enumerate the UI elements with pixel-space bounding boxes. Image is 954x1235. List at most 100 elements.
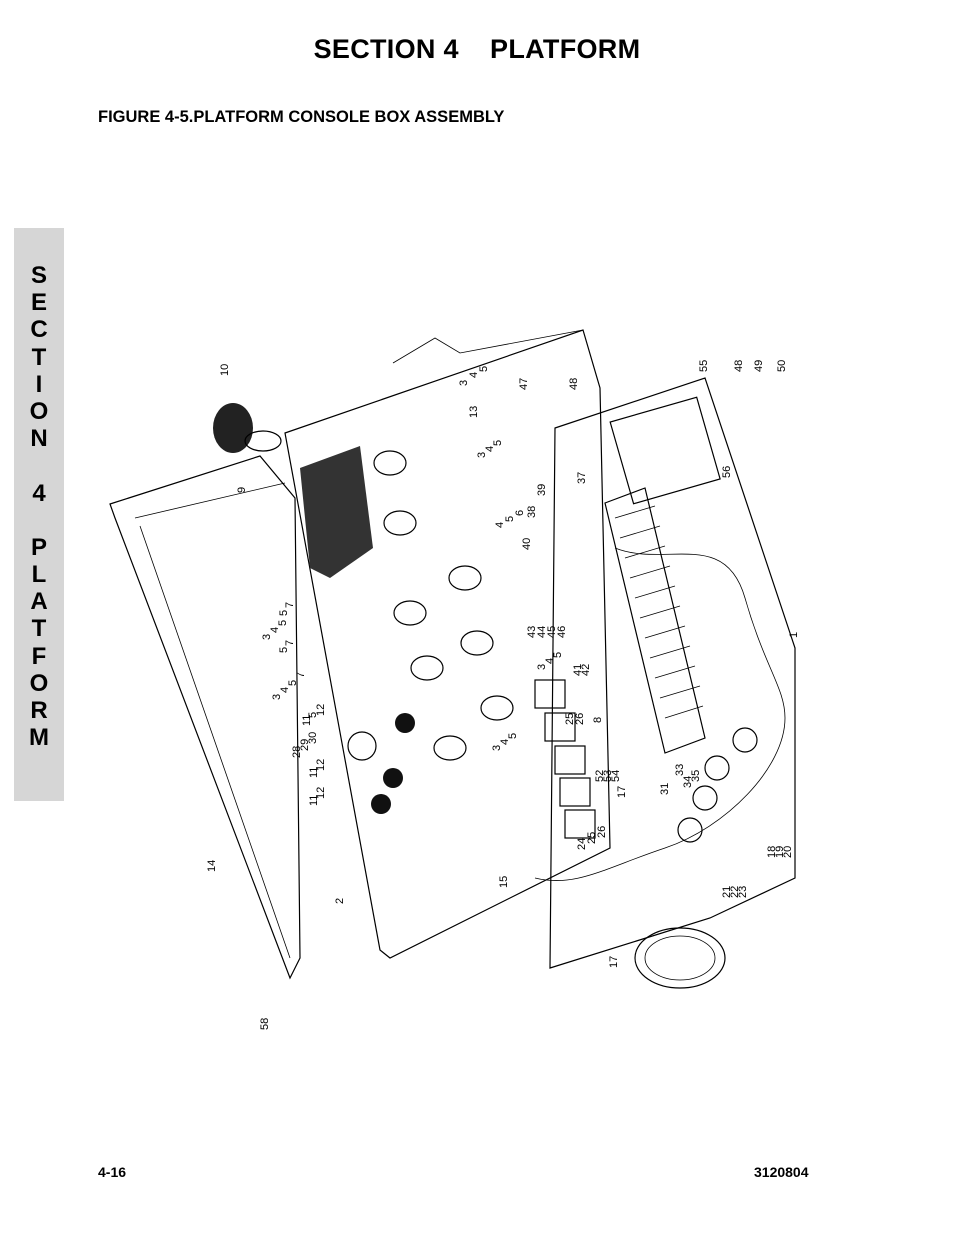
toggle-switches	[373, 450, 514, 761]
callout-number: 46	[556, 626, 568, 638]
callout-number: 54	[610, 770, 622, 782]
callout-number: 24	[576, 838, 588, 850]
side-tab-letter: T	[31, 615, 47, 643]
side-tab-letter: O	[29, 397, 49, 425]
side-tab-letter	[14, 452, 64, 479]
side-tab-letter: E	[30, 289, 47, 317]
side-tab-letter: 4	[32, 479, 46, 507]
callout-number: 39	[536, 484, 548, 496]
callout-number: 19	[774, 846, 786, 858]
callout-number: 3	[476, 452, 488, 458]
callout-number: 48	[568, 378, 580, 390]
callout-number: 31	[659, 783, 671, 795]
callout-number: 11	[308, 795, 320, 806]
callout-number: 38	[526, 506, 538, 518]
side-tab-letter: F	[31, 642, 47, 670]
callout-number: 5	[552, 652, 564, 658]
callout-number: 5	[278, 647, 290, 653]
callout-number: 9	[236, 487, 248, 493]
callout-number: 50	[776, 360, 788, 372]
callout-number: 6	[514, 510, 526, 516]
callout-number: 8	[592, 717, 604, 723]
callout-number: 4	[494, 522, 506, 528]
callout-number: 5	[507, 733, 519, 739]
callout-number: 45	[546, 626, 558, 638]
callout-number: 2	[334, 898, 346, 904]
callout-number: 7	[284, 602, 296, 608]
callout-number: 10	[219, 364, 231, 376]
callout-number: 34	[682, 776, 694, 788]
callout-number: 29	[299, 739, 311, 751]
callout-number: 30	[307, 732, 319, 744]
side-tab-letter: T	[31, 343, 47, 371]
callout-number: 4	[499, 739, 511, 745]
callout-number: 5	[307, 712, 319, 718]
callout-number: 15	[498, 876, 510, 888]
side-tab-letter: R	[30, 697, 48, 724]
wire-harness	[534, 547, 786, 882]
callout-number: 4	[269, 627, 281, 633]
callout-number: 23	[737, 886, 749, 898]
side-tab-letter: O	[29, 669, 49, 697]
callout-number: 4	[544, 658, 556, 664]
callout-number: 4	[279, 687, 291, 693]
terminal-strip	[604, 487, 706, 754]
callout-number: 25	[586, 832, 598, 844]
callout-number: 37	[576, 472, 588, 484]
rear-housing	[549, 377, 796, 969]
callout-number: 17	[616, 786, 628, 798]
callout-number: 12	[315, 704, 327, 716]
callout-number: 5	[278, 610, 290, 616]
callout-number: 5	[504, 516, 516, 522]
callout-number: 3	[458, 380, 470, 386]
callout-number: 21	[721, 886, 733, 898]
figure-title: FIGURE 4-5.PLATFORM CONSOLE BOX ASSEMBLY	[98, 108, 505, 126]
side-tab-letter: M	[29, 724, 49, 752]
relays	[534, 679, 596, 839]
callout-number: 26	[574, 713, 586, 725]
cable-grips	[677, 727, 758, 843]
callout-number: 3	[261, 634, 273, 640]
callout-number: 53	[602, 770, 614, 782]
push-buttons	[347, 713, 415, 814]
callout-number: 35	[690, 770, 702, 782]
callout-number: 17	[608, 956, 620, 968]
callout-number: 49	[753, 360, 765, 372]
side-tab-letter: N	[30, 425, 48, 453]
callout-number: 28	[291, 746, 303, 758]
callout-number: 26	[596, 826, 608, 838]
callout-number: 25	[564, 713, 576, 725]
side-tab-letter: I	[35, 370, 43, 398]
callout-number: 12	[315, 787, 327, 799]
callout-number: 7	[284, 640, 296, 646]
callout-number: 42	[580, 664, 592, 676]
side-tab-letter	[14, 507, 64, 534]
callout-number: 12	[315, 759, 327, 771]
callout-number: 18	[766, 846, 778, 858]
callout-number: 20	[782, 846, 794, 858]
side-tab-letter: S	[30, 262, 47, 289]
page-number: 4-16	[98, 1164, 127, 1180]
callout-number: 5	[277, 620, 289, 626]
side-tab-letter: C	[30, 316, 48, 344]
callout-number: 44	[536, 626, 548, 638]
callout-number: 13	[468, 406, 480, 418]
callout-number: 3	[536, 664, 548, 670]
callout-number: 5	[492, 440, 504, 446]
callout-number: 1	[788, 632, 800, 638]
callout-number: 4	[484, 446, 496, 452]
top-panel	[284, 329, 611, 959]
side-tab-letter: A	[30, 588, 48, 616]
callout-number: 7	[295, 672, 307, 678]
callout-number: 3	[491, 745, 503, 751]
callout-number: 55	[698, 360, 710, 372]
callout-number: 5	[287, 680, 299, 686]
side-tab-letter: L	[31, 561, 47, 589]
callout-number: 3	[271, 694, 283, 700]
document-number: 3120804	[754, 1164, 809, 1180]
callout-number: 4	[468, 372, 480, 378]
callout-number: 56	[721, 466, 733, 478]
